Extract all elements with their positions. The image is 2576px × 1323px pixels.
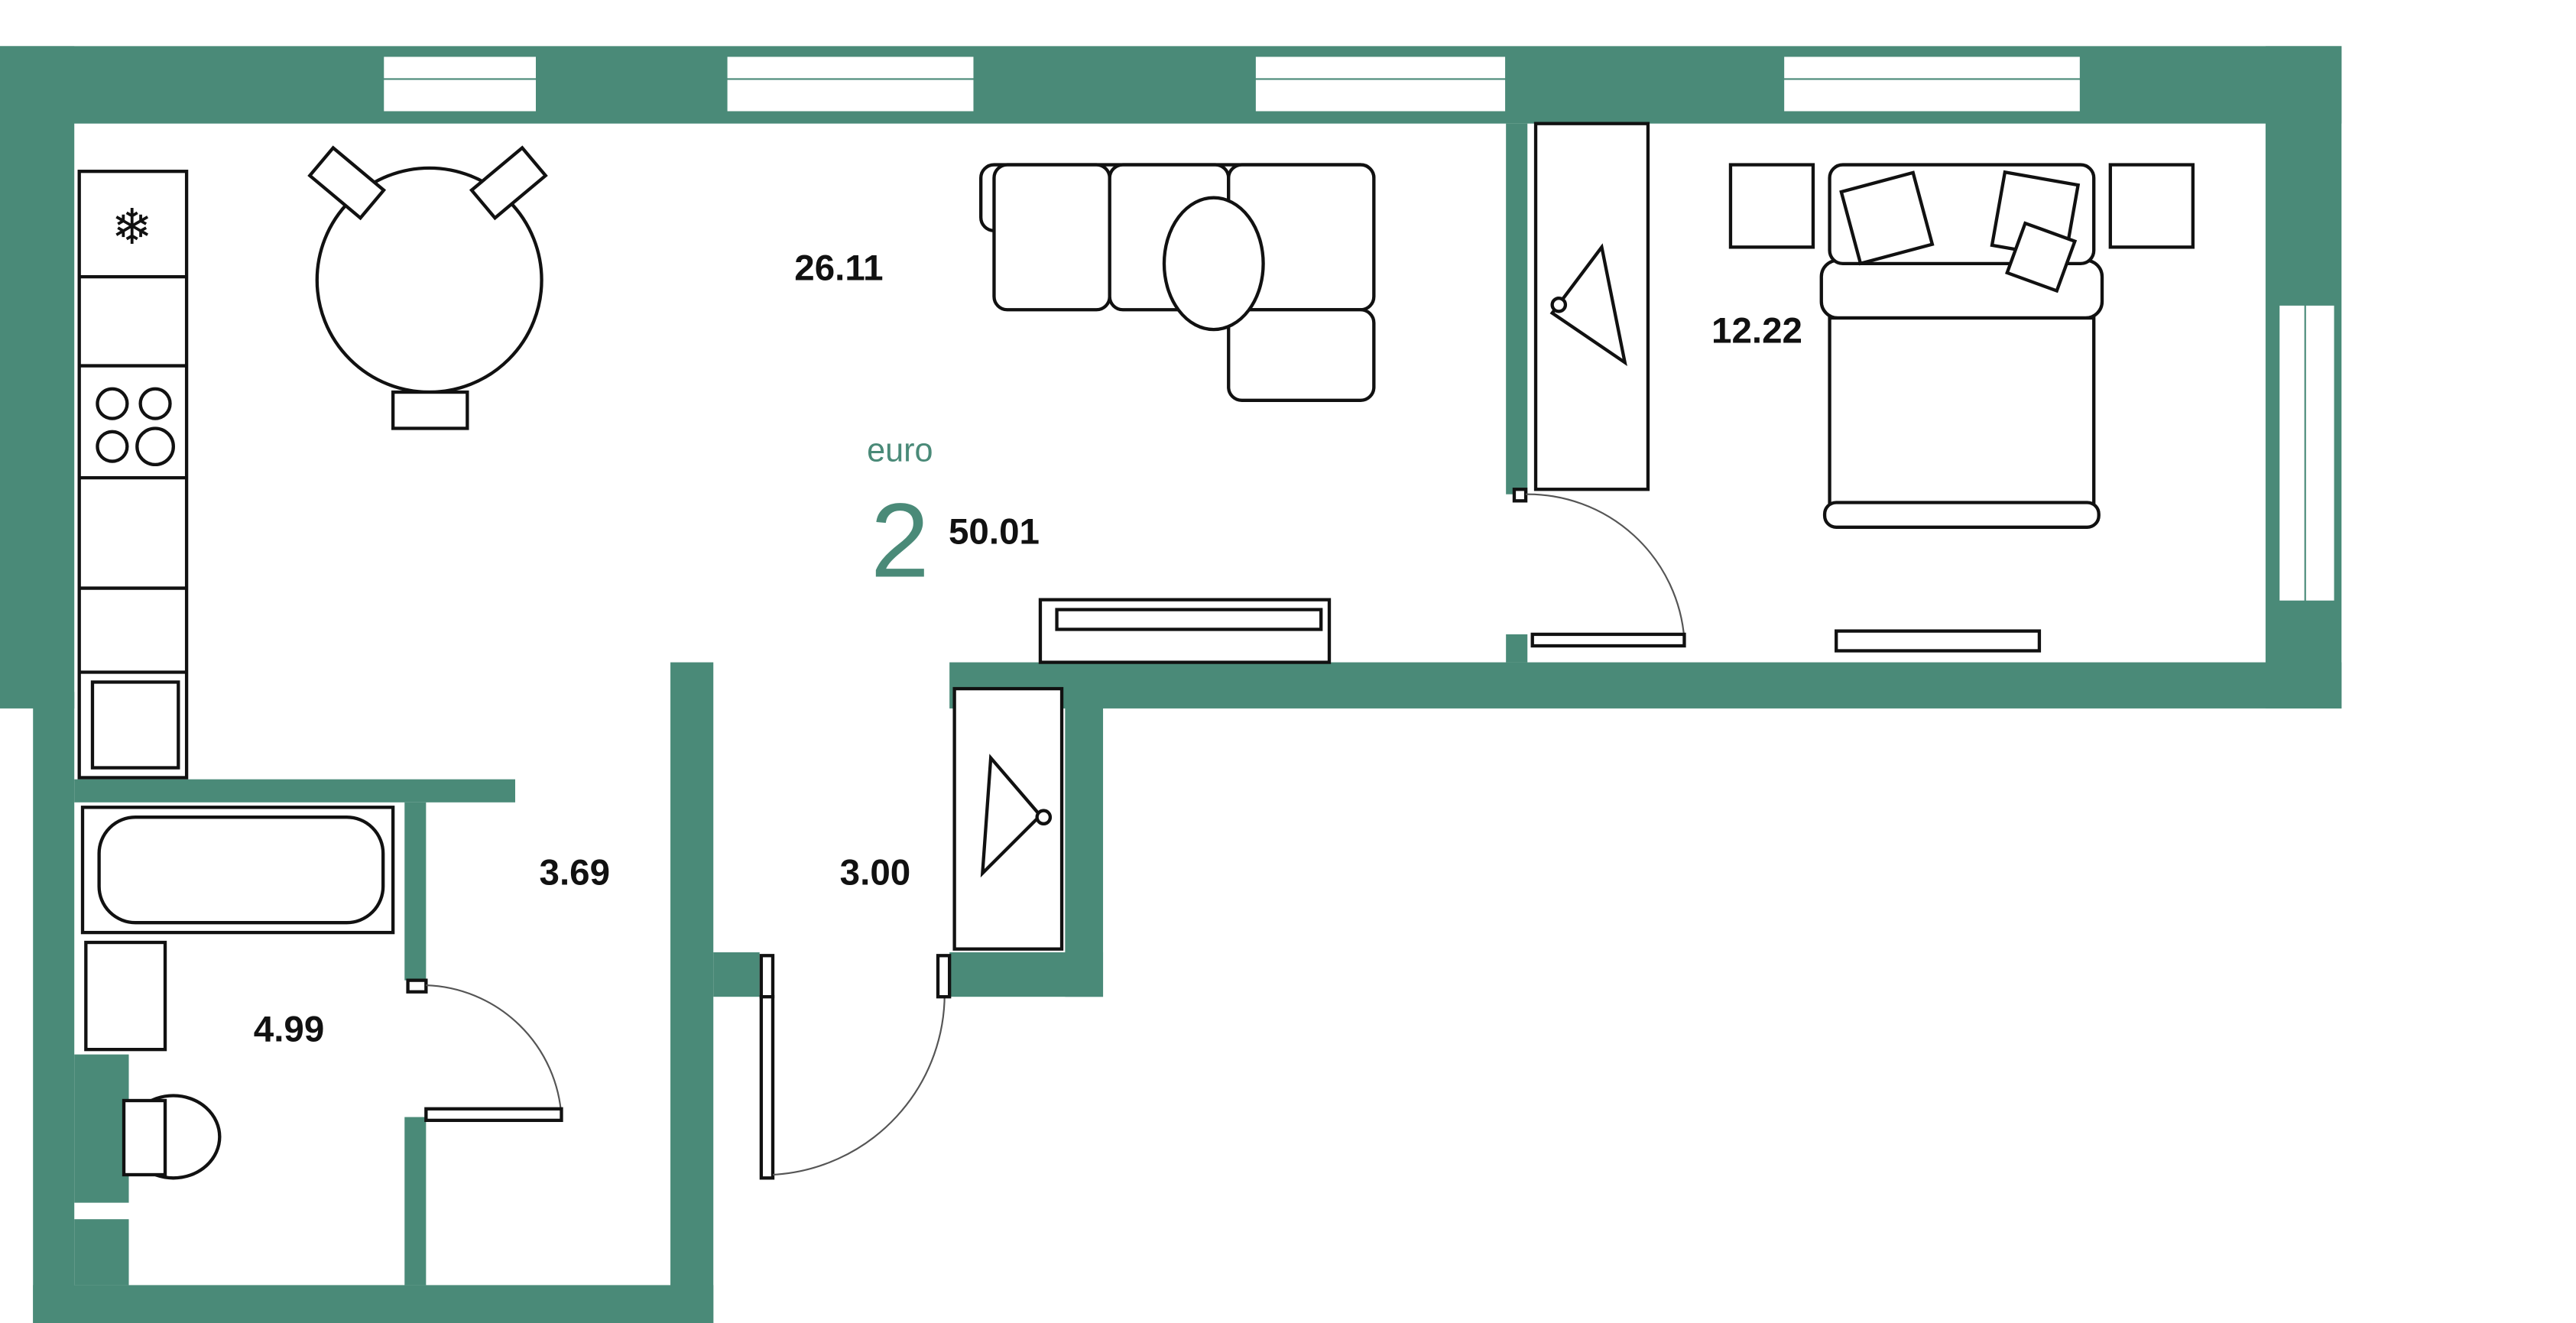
apartment-type-label: euro xyxy=(867,433,933,469)
area-labels: 26.11 12.22 3.69 3.00 4.99 euro 2 50.01 xyxy=(254,248,1802,1050)
sofa xyxy=(979,163,1376,402)
area-hallway: 3.69 xyxy=(540,853,610,893)
doors xyxy=(406,488,1686,1180)
area-bathroom: 4.99 xyxy=(254,1009,324,1049)
tv-stands xyxy=(1038,598,2042,664)
rooms-count: 2 xyxy=(871,482,930,600)
area-bedroom: 12.22 xyxy=(1711,310,1802,351)
bathroom-fixtures xyxy=(80,806,395,1180)
area-living: 26.11 xyxy=(794,248,883,289)
wardrobes xyxy=(952,122,1650,951)
total-area: 50.01 xyxy=(949,511,1040,552)
windows xyxy=(382,55,2336,602)
area-corridor: 3.00 xyxy=(840,853,910,893)
bed xyxy=(1728,163,2195,529)
snowflake-icon: ❄ xyxy=(112,200,153,255)
dining-table xyxy=(307,145,548,430)
kitchen: ❄ xyxy=(77,170,189,780)
